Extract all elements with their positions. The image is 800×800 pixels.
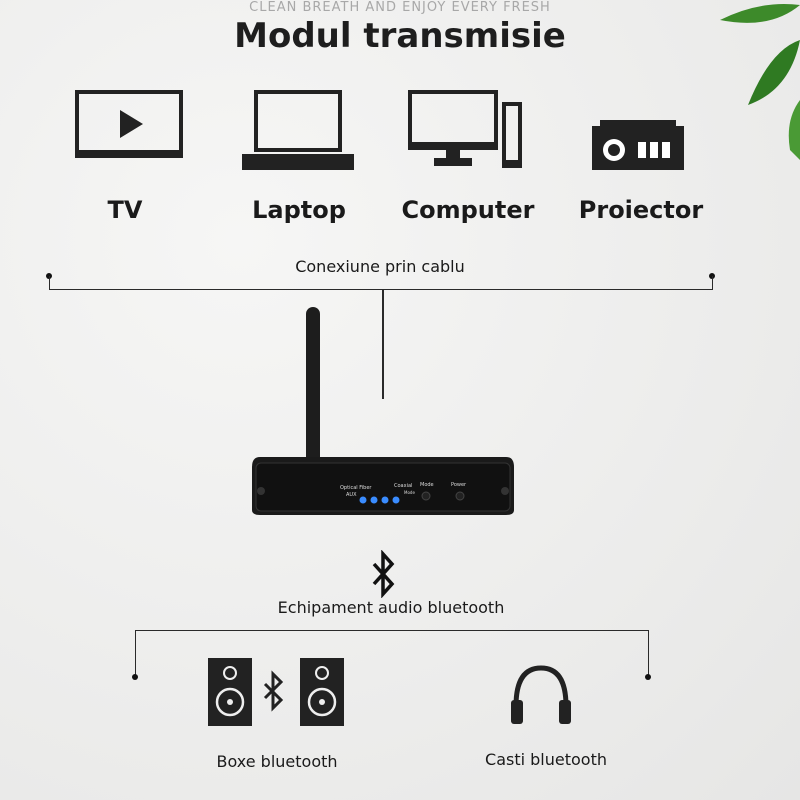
aux-label: AUX: [346, 492, 357, 498]
bracket-line: [135, 630, 649, 631]
plant-leaves: [720, 4, 800, 160]
headphones-icon: [511, 665, 571, 724]
cable-label: Conexiune prin cablu: [295, 257, 465, 276]
coaxial-label: Coaxial: [394, 483, 412, 489]
bracket-line: [135, 630, 136, 676]
mode-label: Mode: [420, 482, 434, 488]
output-speakers-label: Boxe bluetooth: [216, 752, 338, 771]
bluetooth-label: Echipament audio bluetooth: [277, 598, 505, 617]
bracket-line: [648, 630, 649, 676]
source-projector: Proiector: [578, 196, 704, 224]
source-laptop: Laptop: [252, 196, 346, 224]
optical-label: Optical Fiber: [340, 485, 372, 491]
power-label: Power: [451, 482, 467, 488]
bracket-line: [712, 276, 713, 290]
connector-line: [382, 289, 384, 399]
speakers-icon: [208, 658, 344, 726]
computer-icon: [408, 90, 522, 168]
bracket-line: [49, 276, 50, 290]
connector-dot: [132, 674, 138, 680]
tv-icon: [75, 90, 183, 158]
source-computer: Computer: [401, 196, 535, 224]
transmitter-device: Optical Fiber AUX Coaxial Mode Mode Powe…: [252, 307, 514, 515]
output-headphones-label: Casti bluetooth: [485, 750, 607, 769]
page-title: Modul transmisie: [234, 16, 566, 56]
bluetooth-icon: [372, 550, 395, 598]
tagline: CLEAN BREATH AND ENJOY EVERY FRESH: [249, 0, 551, 15]
projector-icon: [592, 120, 684, 170]
bracket-line: [49, 289, 713, 290]
mode-small-label: Mode: [404, 490, 415, 495]
laptop-icon: [242, 90, 354, 170]
connector-dot: [645, 674, 651, 680]
source-tv: TV: [107, 196, 143, 224]
